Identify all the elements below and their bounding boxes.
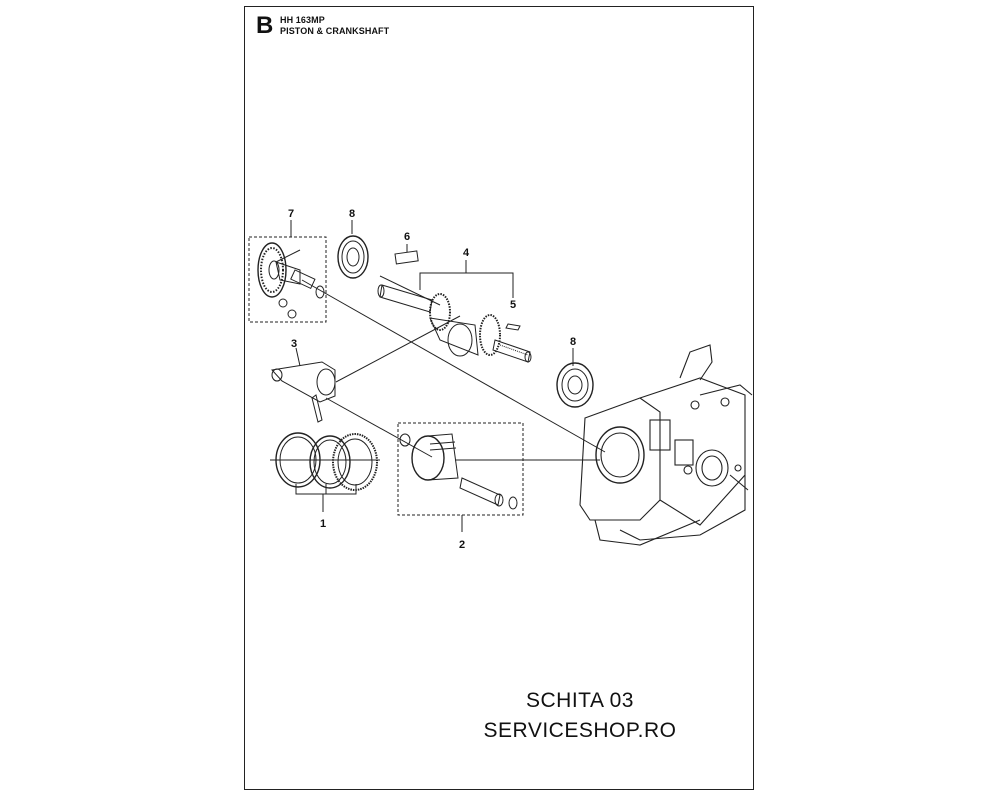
cam-gear [257,242,325,319]
diagram-title: PISTON & CRANKSHAFT [280,26,390,36]
piston-assembly [399,433,518,510]
callout-1: 1 [320,518,326,530]
align-line-conrod-crank [335,315,461,383]
site-label: SERVICESHOP.RO [483,719,677,742]
align-line-bearing [379,275,441,306]
callout-7: 7 [288,208,294,220]
bearing-upper [337,235,369,279]
bearing-lower [556,362,594,408]
model-name: HH 163MP [280,15,325,25]
leader-3 [295,347,301,367]
callout-3: 3 [291,338,297,350]
group-box-2 [397,422,524,516]
key-part [394,250,419,265]
callout-8-upper: 8 [349,208,355,220]
woodruff-key [505,323,521,331]
callout-8-lower: 8 [570,336,576,348]
connecting-rod [271,361,336,423]
callout-6: 6 [404,231,410,243]
group-box-7 [248,236,327,323]
crankshaft [377,284,532,363]
piston-rings [275,432,378,491]
engine-block [579,344,753,546]
callout-2: 2 [459,539,465,551]
section-letter: B [256,12,274,39]
align-line-camshaft [301,279,606,453]
sheet-label: SCHITA 03 [526,689,634,712]
callout-5: 5 [510,299,516,311]
callout-4: 4 [463,247,470,259]
page-frame [244,6,754,790]
leader-4 [419,272,514,298]
